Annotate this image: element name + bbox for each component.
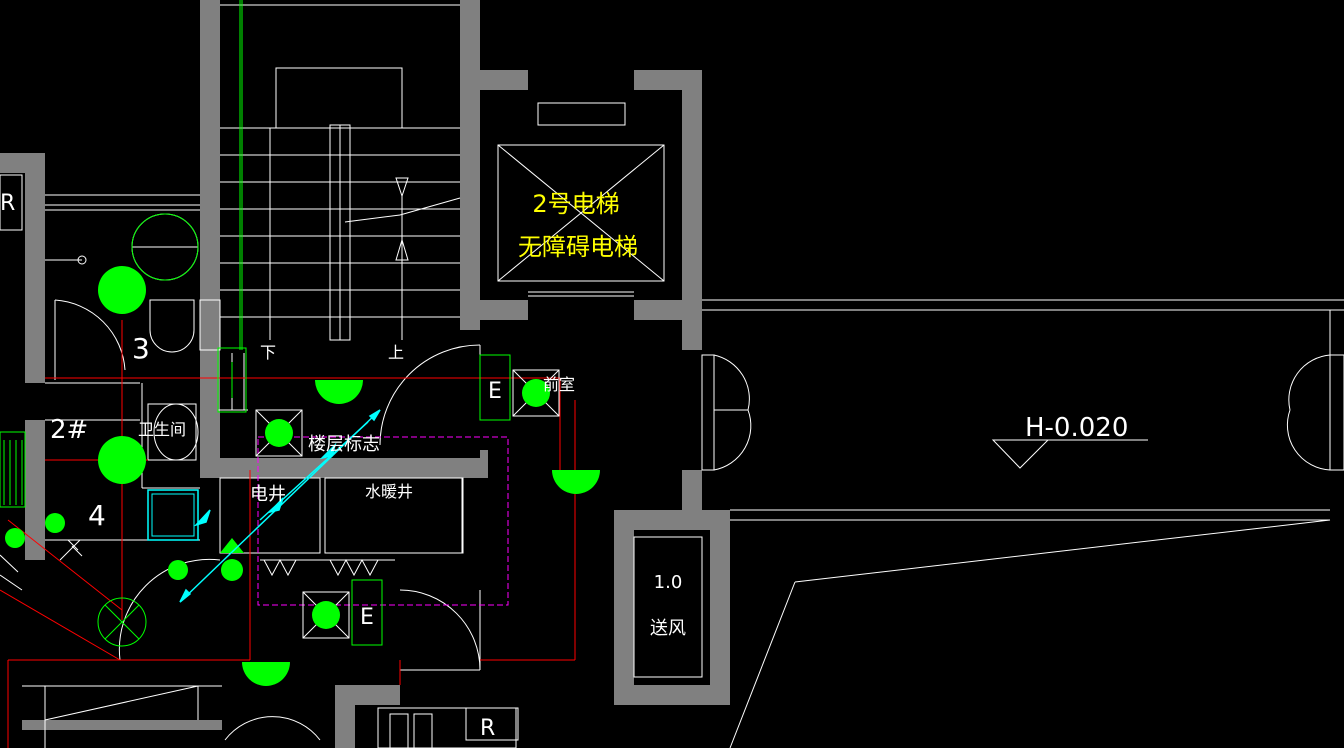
wall-light-2 — [552, 470, 600, 494]
stair-up-label: 上 — [388, 343, 404, 362]
exhaust-fans — [255, 369, 560, 639]
dashed-zone — [257, 436, 509, 606]
small-light-2 — [5, 528, 25, 548]
anteroom-label: 前室 — [543, 375, 575, 394]
cyan-arrows — [147, 409, 381, 603]
text-layer: 2号电梯 无障碍电梯 前室 楼层标志 电井 水暖井 卫生间 H-0.020 1.… — [0, 190, 1128, 741]
outlined-fixtures — [97, 213, 247, 647]
small-light-4 — [221, 559, 243, 581]
dim-4: 4 — [88, 499, 106, 532]
marker-triangle — [220, 538, 244, 553]
water-heating-shaft-label: 水暖井 — [365, 482, 413, 501]
elevation-label: H-0.020 — [1025, 413, 1128, 443]
refrigerator-bottom: R — [480, 716, 495, 741]
small-light-3 — [168, 560, 188, 580]
emergency-e2: E — [360, 605, 374, 630]
stair-down-label: 下 — [260, 343, 276, 362]
wall-light-3 — [242, 662, 290, 686]
elevator-title: 2号电梯 — [532, 190, 619, 218]
electric-shaft-label: 电井 — [250, 484, 286, 505]
vent-value: 1.0 — [654, 572, 683, 593]
light-fixtures — [5, 266, 600, 686]
ceiling-light-2 — [98, 436, 146, 484]
dim-3: 3 — [132, 332, 150, 365]
ceiling-light-1 — [98, 266, 146, 314]
bathroom-label: 卫生间 — [138, 420, 186, 439]
walls — [0, 0, 730, 748]
small-light-1 — [45, 513, 65, 533]
vent-label: 送风 — [650, 618, 686, 639]
elevator-subtitle: 无障碍电梯 — [518, 233, 638, 261]
wall-light-1 — [315, 380, 363, 404]
floor-sign-label: 楼层标志 — [308, 434, 380, 455]
emergency-boxes — [351, 354, 511, 646]
refrigerator-top: R — [0, 191, 15, 216]
unit-number: 2# — [50, 415, 88, 445]
green-lines — [0, 0, 243, 508]
emergency-e1: E — [488, 379, 502, 404]
